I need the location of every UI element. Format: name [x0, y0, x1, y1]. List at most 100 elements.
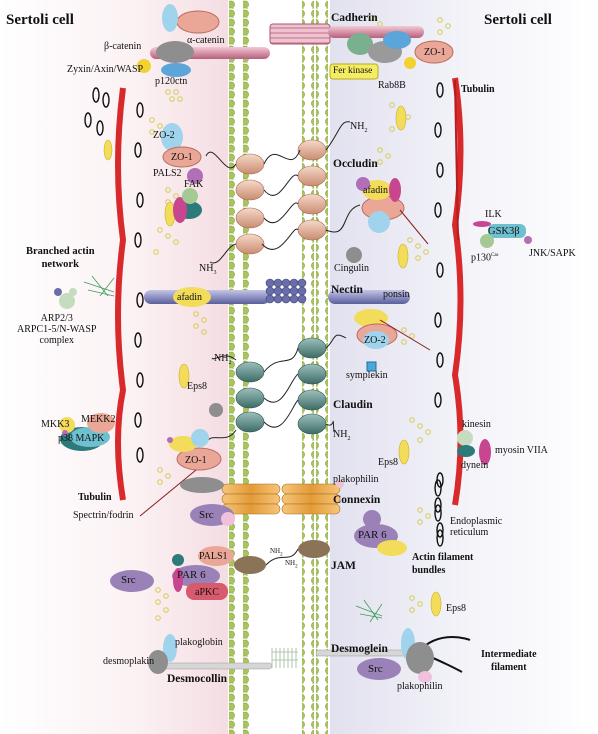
- er-rings: [434, 479, 444, 547]
- afadin-left-label: afadin: [177, 292, 202, 303]
- fak-shape: [187, 168, 203, 184]
- left-cell-cytoplasm: [0, 0, 228, 734]
- tubulin-left-label: Tubulin: [78, 492, 112, 503]
- nectin-label: Nectin: [331, 284, 363, 296]
- cingulin-label: Cingulin: [334, 263, 370, 274]
- desmocollin-label: Desmocollin: [167, 673, 228, 685]
- fer-kinase-shape: [329, 63, 379, 80]
- par6-right-top: [363, 510, 381, 528]
- mekk2-label: MEKK2: [81, 414, 116, 425]
- nh2-occludin-label: NH2: [350, 121, 368, 134]
- zo1-top-shape: [414, 40, 454, 64]
- connexin-grey: [180, 477, 224, 493]
- cadherin-label: Cadherin: [331, 12, 378, 24]
- myosin-label: myosin VIIA: [495, 445, 548, 456]
- rab8b-shape: [347, 33, 373, 55]
- nh2-claudin-label: NH2: [214, 353, 232, 366]
- beta-catenin-label: β-catenin: [104, 41, 142, 52]
- afadin-left-shape: [173, 287, 211, 307]
- connexin-label: Connexin: [333, 494, 381, 506]
- nectin-right-yellow: [354, 309, 388, 327]
- connexin-junction: [221, 483, 341, 515]
- cingulin-shape: [346, 247, 362, 263]
- src-mid-pink: [221, 512, 235, 526]
- plakophilin-bottom-shape: [418, 671, 432, 683]
- er-label: Endoplasmic reticulum: [450, 516, 503, 538]
- desmoglein-label: Desmoglein: [331, 643, 388, 655]
- right-cell-title: Sertoli cell: [484, 12, 552, 28]
- claudin-junction: [205, 334, 347, 445]
- plakophilin-mid-dot: [336, 480, 344, 488]
- desmosome-junction: [155, 636, 471, 673]
- zo2-left-label: ZO-2: [153, 130, 175, 141]
- actin-rings: [84, 82, 444, 538]
- afadin-connector: [399, 209, 429, 245]
- kinesin-label: kinesin: [462, 419, 491, 430]
- spectrin-connector: [139, 469, 197, 517]
- zo1-lower-purple: [167, 437, 173, 443]
- occludin-label: Occludin: [333, 158, 378, 170]
- eps8-bottom-label: Eps8: [446, 603, 466, 614]
- branched-actin-sketch: [83, 275, 383, 623]
- src-left-label: Src: [121, 574, 136, 586]
- src-right-label: Src: [368, 663, 383, 675]
- p130-label: p130Cas: [471, 252, 499, 264]
- symplekin-shape: [366, 361, 377, 372]
- zo2-right-label: ZO-2: [364, 335, 386, 346]
- zo1-left-label: ZO-1: [171, 152, 193, 163]
- nh3-label: NH3: [199, 263, 217, 276]
- apkc-shape: [186, 583, 228, 600]
- desmoplakin-label: desmoplakin: [103, 656, 155, 667]
- eps8-ovals: [103, 105, 442, 617]
- arp-complex-label: ARP2/3 ARPC1-5/N-WASP complex: [17, 313, 97, 346]
- plakoglobin-shape: [163, 634, 177, 662]
- p120-label: p120ctn: [155, 76, 188, 87]
- tubulin-left-filament: [115, 87, 127, 501]
- afadin-purple: [356, 177, 370, 191]
- p38-label: p38 MAPK: [58, 433, 105, 444]
- pals1-shape: [198, 546, 234, 566]
- gsk3b-label: GSK3β: [488, 226, 520, 237]
- desmoplakin-shape: [148, 650, 168, 674]
- blob-top: [162, 4, 178, 32]
- wasp-shape: [137, 59, 151, 73]
- eps8-right-label: Eps8: [378, 457, 398, 468]
- pals2-label: PALS2: [153, 168, 182, 179]
- src-mid-label: Src: [199, 509, 214, 521]
- plakophilin-mid-label: plakophilin: [333, 474, 379, 485]
- cadherin-right-blue: [383, 31, 411, 49]
- nh2-jam-label: NH2: [270, 547, 283, 558]
- pals1-label: PALS1: [199, 551, 228, 562]
- desmoglein-grey: [406, 642, 434, 674]
- zo1-top-label: ZO-1: [424, 47, 446, 58]
- fer-kinase-label: Fer kinase: [333, 66, 373, 76]
- src-left-shape: [110, 570, 154, 592]
- spectrin-label: Spectrin/fodrin: [73, 510, 134, 521]
- jam-label: JAM: [331, 560, 356, 572]
- plakoglobin-label: plakoglobin: [175, 637, 223, 648]
- zo2-left-shape: [161, 123, 183, 151]
- zo1-lower-label: ZO-1: [185, 455, 207, 466]
- zo1-lower-shape: [176, 447, 222, 471]
- zo1-lower-yellow: [169, 436, 197, 452]
- p120-shape: [161, 63, 191, 77]
- actin-bundles-label: Actin filament bundles: [412, 552, 474, 576]
- intermediate-filament-label: Intermediate filament: [481, 649, 537, 673]
- vesicle-clusters: [149, 15, 451, 621]
- nh2-claudin2-label: NH2: [333, 429, 351, 442]
- plakophilin-bottom-label: plakophilin: [397, 681, 443, 692]
- afadin-right-label: afadin: [363, 185, 388, 196]
- jam-teal: [172, 554, 184, 566]
- ponsin-label: ponsin: [383, 289, 410, 300]
- jam-magenta: [173, 568, 183, 592]
- beta-catenin-shape: [156, 41, 194, 63]
- mkk3-label: MKK3: [41, 419, 70, 430]
- cadherin-right-yellow: [404, 57, 416, 69]
- eps8-left-label: Eps8: [187, 381, 207, 392]
- afadin-magenta: [389, 178, 401, 202]
- par6-right-yellow: [377, 540, 407, 556]
- rab8b-label: Rab8B: [378, 80, 406, 91]
- alpha-catenin-label: α-catenin: [187, 35, 225, 46]
- par6-right-label: PAR 6: [358, 529, 387, 541]
